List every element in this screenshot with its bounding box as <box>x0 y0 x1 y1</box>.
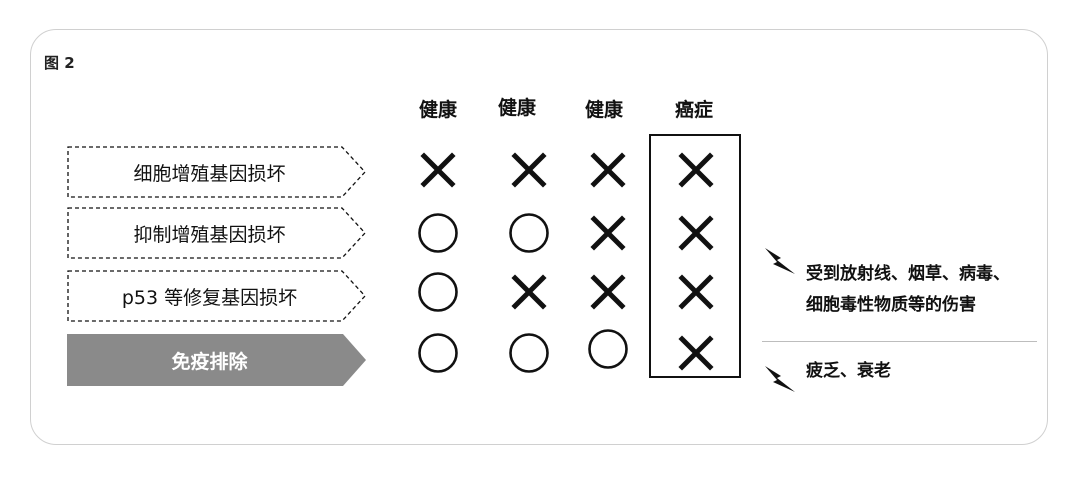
row-arrow-repair-gene <box>67 270 366 322</box>
cross-icon <box>420 152 456 188</box>
figure-card <box>30 29 1048 445</box>
circle-icon <box>418 272 458 312</box>
cross-icon <box>678 215 714 251</box>
cross-icon <box>590 152 626 188</box>
circle-icon <box>588 329 628 369</box>
circle-icon <box>509 333 549 373</box>
column-header-healthy-2: 健康 <box>497 97 536 119</box>
aging-cause-text: 疲乏、衰老 <box>806 361 891 381</box>
column-header-healthy-1: 健康 <box>418 99 457 121</box>
row-label-suppressor-gene: 抑制增殖基因损坏 <box>133 223 286 246</box>
row-label-repair-gene: p53 等修复基因损坏 <box>121 286 298 309</box>
circle-icon <box>418 213 458 253</box>
row-label-growth-gene: 细胞增殖基因损坏 <box>133 162 286 185</box>
cause-divider <box>762 341 1037 342</box>
row-arrow-immune-exclusion <box>67 334 366 386</box>
cross-icon <box>678 274 714 310</box>
column-header-cancer: 癌症 <box>674 99 713 121</box>
figure-label: 图 2 <box>44 54 75 72</box>
cross-icon <box>590 215 626 251</box>
row-arrow-growth-gene <box>67 146 366 198</box>
circle-icon <box>418 333 458 373</box>
column-header-healthy-3: 健康 <box>584 99 623 121</box>
damage-cause-line-1: 受到放射线、烟草、病毒、 <box>806 264 1010 284</box>
lightning-bolt-icon <box>765 366 795 392</box>
cross-icon <box>678 152 714 188</box>
row-arrow-suppressor-gene <box>67 207 366 259</box>
damage-cause-line-2: 细胞毒性物质等的伤害 <box>806 295 976 315</box>
circle-icon <box>509 213 549 253</box>
cancer-column-box <box>649 134 741 378</box>
cross-icon <box>678 335 714 371</box>
cross-icon <box>511 152 547 188</box>
cross-icon <box>590 274 626 310</box>
lightning-bolt-icon <box>765 248 795 274</box>
row-label-immune-exclusion: 免疫排除 <box>171 350 248 373</box>
cross-icon <box>511 274 547 310</box>
